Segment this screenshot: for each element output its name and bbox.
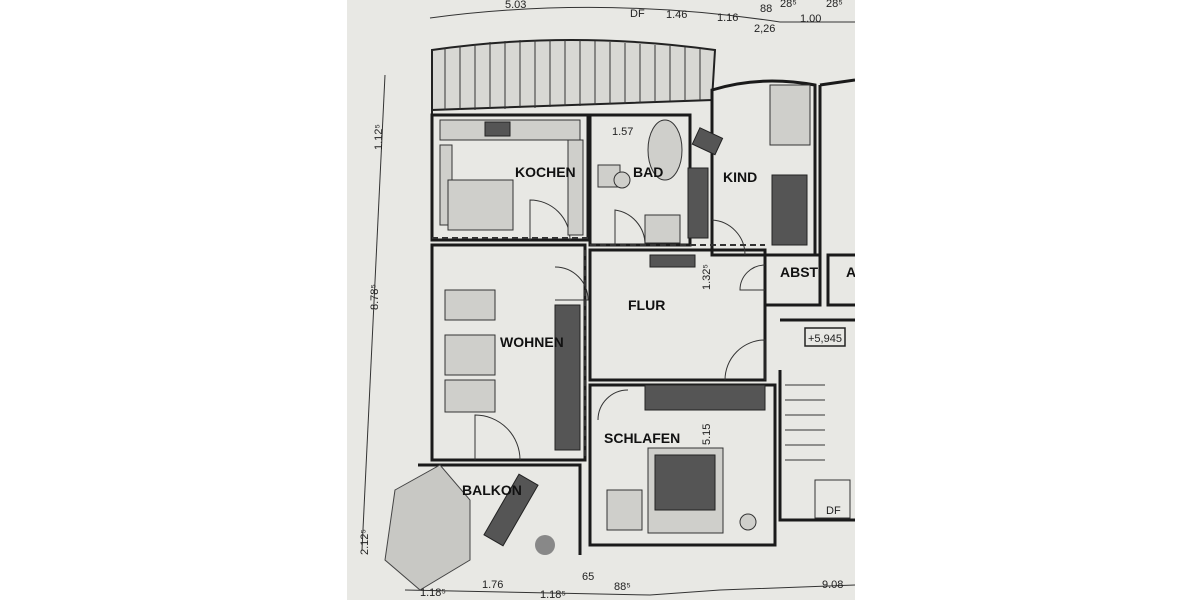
dim-top-6: 28⁵ [780, 0, 797, 10]
dim-left-2: 2.12⁵ [359, 529, 371, 555]
room-label-bedroom: SCHLAFEN [604, 430, 680, 446]
top-dimension-line [429, 6, 855, 23]
dim-bottom-5: 9.08 [822, 579, 843, 591]
roof-terrace-hatch [431, 39, 717, 115]
dim-left-0: 1.12⁵ [373, 124, 385, 150]
stair-label: DF [826, 505, 841, 517]
furniture [384, 84, 811, 591]
dim-top-2: 1.46 [666, 9, 687, 21]
room-label-child: KIND [723, 169, 757, 185]
dim-top-5: 2,26 [754, 23, 775, 35]
room-label-storage: ABST [780, 264, 819, 280]
dim-interior-2: 1.57 [612, 126, 633, 138]
dim-left-1: 8.78⁵ [369, 284, 381, 310]
staircase [785, 384, 851, 519]
dim-interior-0: 1.32⁵ [701, 264, 713, 290]
room-label-kitchen: KOCHEN [515, 164, 576, 180]
dim-top-8: 28⁵ [826, 0, 843, 10]
room-label-living: WOHNEN [500, 334, 564, 350]
dim-bottom-3: 65 [582, 571, 594, 583]
dim-top-4: 88 [760, 3, 772, 15]
bottom-dimension-line [404, 584, 855, 596]
floor-plan-drawing: KOCHEN BAD KIND FLUR WOHNEN SCHLAFEN BAL… [359, 0, 855, 600]
room-label-hall: FLUR [628, 297, 665, 313]
room-label-bath: BAD [633, 164, 663, 180]
level-marker: +5,945 [808, 333, 842, 345]
room-label-balcony: BALKON [462, 482, 522, 498]
floor-plan: KOCHEN BAD KIND FLUR WOHNEN SCHLAFEN BAL… [347, 0, 855, 600]
dim-top-3: 1.16 [717, 12, 738, 24]
level-marker-box [804, 327, 846, 347]
dim-bottom-1: 1.76 [482, 579, 503, 591]
dim-top-1: DF [630, 8, 645, 20]
dim-bottom-0: 1.18⁵ [420, 587, 446, 599]
dim-bottom-2: 1.18⁵ [540, 589, 566, 600]
room-label-storage-2: A [846, 264, 855, 280]
left-dimension-line [361, 74, 386, 551]
dim-top-7: 1.00 [800, 13, 821, 25]
dim-top-0: 5.03 [505, 0, 526, 11]
dim-interior-1: 5.15 [701, 424, 713, 445]
dim-bottom-4: 88⁵ [614, 581, 631, 593]
